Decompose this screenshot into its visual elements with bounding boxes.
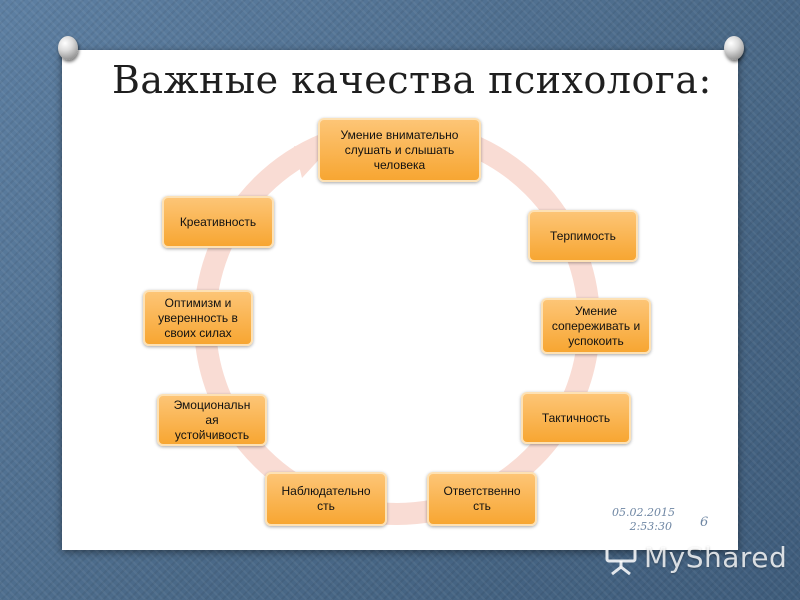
cycle-item-label: Наблюдательно сть: [281, 484, 371, 513]
cycle-item-label: Ответственно сть: [443, 484, 521, 513]
footer-date: 05.02.2015: [612, 506, 675, 519]
page-number: 6: [700, 515, 709, 530]
slide-title: Важные качества психолога:: [112, 58, 712, 102]
watermark: MyShared: [604, 535, 787, 579]
cycle-item-empathy: Умение сопереживать и успокоить: [541, 298, 651, 354]
pushpin-icon-right: [724, 36, 744, 60]
cycle-item-tact: Тактичность: [521, 392, 631, 444]
cycle-item-label: Оптимизм и уверенность в своих силах: [158, 295, 238, 340]
cycle-item-responsibility: Ответственно сть: [427, 472, 537, 526]
pushpin-icon-left: [58, 36, 78, 60]
presentation-board-icon: [605, 540, 637, 575]
cycle-item-optimism: Оптимизм и уверенность в своих силах: [143, 290, 253, 346]
cycle-item-label: Терпимость: [550, 228, 616, 243]
cycle-item-label: Умение сопереживать и успокоить: [551, 303, 641, 348]
cycle-item-creativity: Креативность: [162, 196, 274, 248]
cycle-item-observation: Наблюдательно сть: [265, 472, 387, 526]
cycle-item-label: Умение внимательно слушать и слышать чел…: [340, 127, 459, 172]
cycle-item-emotional-stability: Эмоциональн ая устойчивость: [157, 394, 267, 446]
footer-time: 2:53:30: [629, 520, 672, 533]
cycle-item-listening: Умение внимательно слушать и слышать чел…: [318, 118, 481, 182]
watermark-text: MyShared: [644, 540, 788, 574]
cycle-item-tolerance: Терпимость: [528, 210, 638, 262]
cycle-item-label: Креативность: [179, 214, 257, 229]
cycle-item-label: Эмоциональн ая устойчивость: [173, 397, 251, 442]
cycle-item-label: Тактичность: [541, 410, 611, 425]
cycle-ring: [194, 119, 600, 525]
footer-datetime: 05.02.2015 2:53:30: [612, 506, 675, 534]
